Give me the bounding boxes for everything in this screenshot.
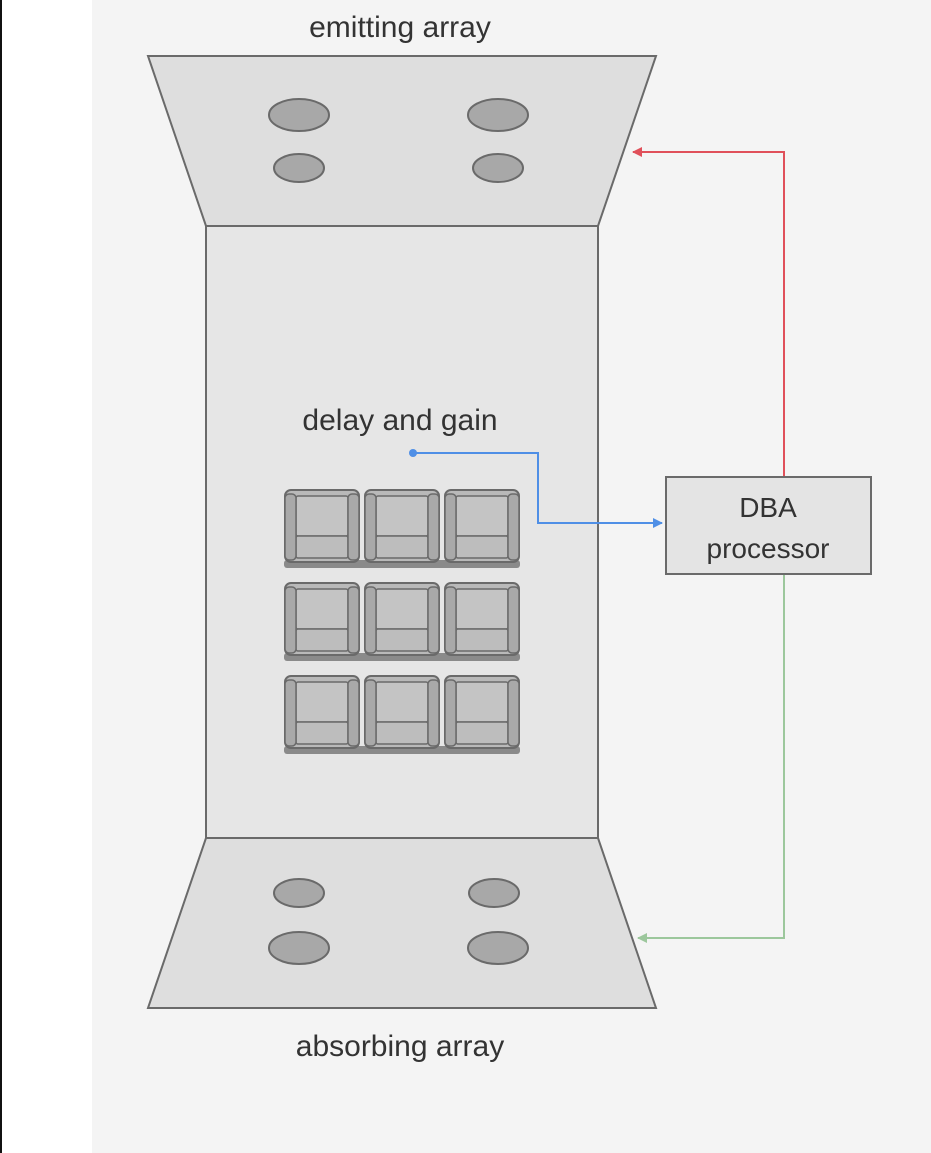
absorbing-array-wall <box>146 837 658 1009</box>
emit-signal-arrow <box>632 147 785 478</box>
seat-row <box>284 675 520 754</box>
emitting-array-wall <box>146 55 658 227</box>
emitting-array-label: emitting array <box>309 11 491 44</box>
processor-label-line1: DBA <box>739 492 797 523</box>
absorb-signal-arrow <box>637 575 785 943</box>
speaker-icon <box>472 153 524 183</box>
processor-label-line2: processor <box>707 533 830 564</box>
seat-icon <box>444 675 520 749</box>
seat-icon <box>444 489 520 563</box>
speaker-icon <box>467 98 529 132</box>
seat-icon <box>284 489 360 563</box>
dba-processor: DBA processor <box>665 476 872 575</box>
processor-box <box>665 476 872 575</box>
seat-row <box>284 489 520 568</box>
speaker-icon <box>468 878 520 908</box>
seat-icon <box>284 582 360 656</box>
seat-icon <box>364 675 440 749</box>
delay-gain-arrow <box>413 452 663 528</box>
seat-icon <box>284 675 360 749</box>
measurement-point <box>409 449 417 457</box>
seat-row <box>284 582 520 661</box>
speaker-icon <box>268 98 330 132</box>
absorbing-array <box>146 837 658 1009</box>
delay-gain-label: delay and gain <box>302 404 497 437</box>
speaker-icon <box>268 931 330 965</box>
seat-icon <box>364 489 440 563</box>
seat-icon <box>444 582 520 656</box>
speaker-icon <box>467 931 529 965</box>
seating-area <box>284 489 520 754</box>
emitting-array <box>146 55 658 227</box>
seat-icon <box>364 582 440 656</box>
speaker-icon <box>273 878 325 908</box>
left-border <box>0 0 2 1153</box>
absorbing-array-label: absorbing array <box>296 1030 504 1063</box>
speaker-icon <box>273 153 325 183</box>
